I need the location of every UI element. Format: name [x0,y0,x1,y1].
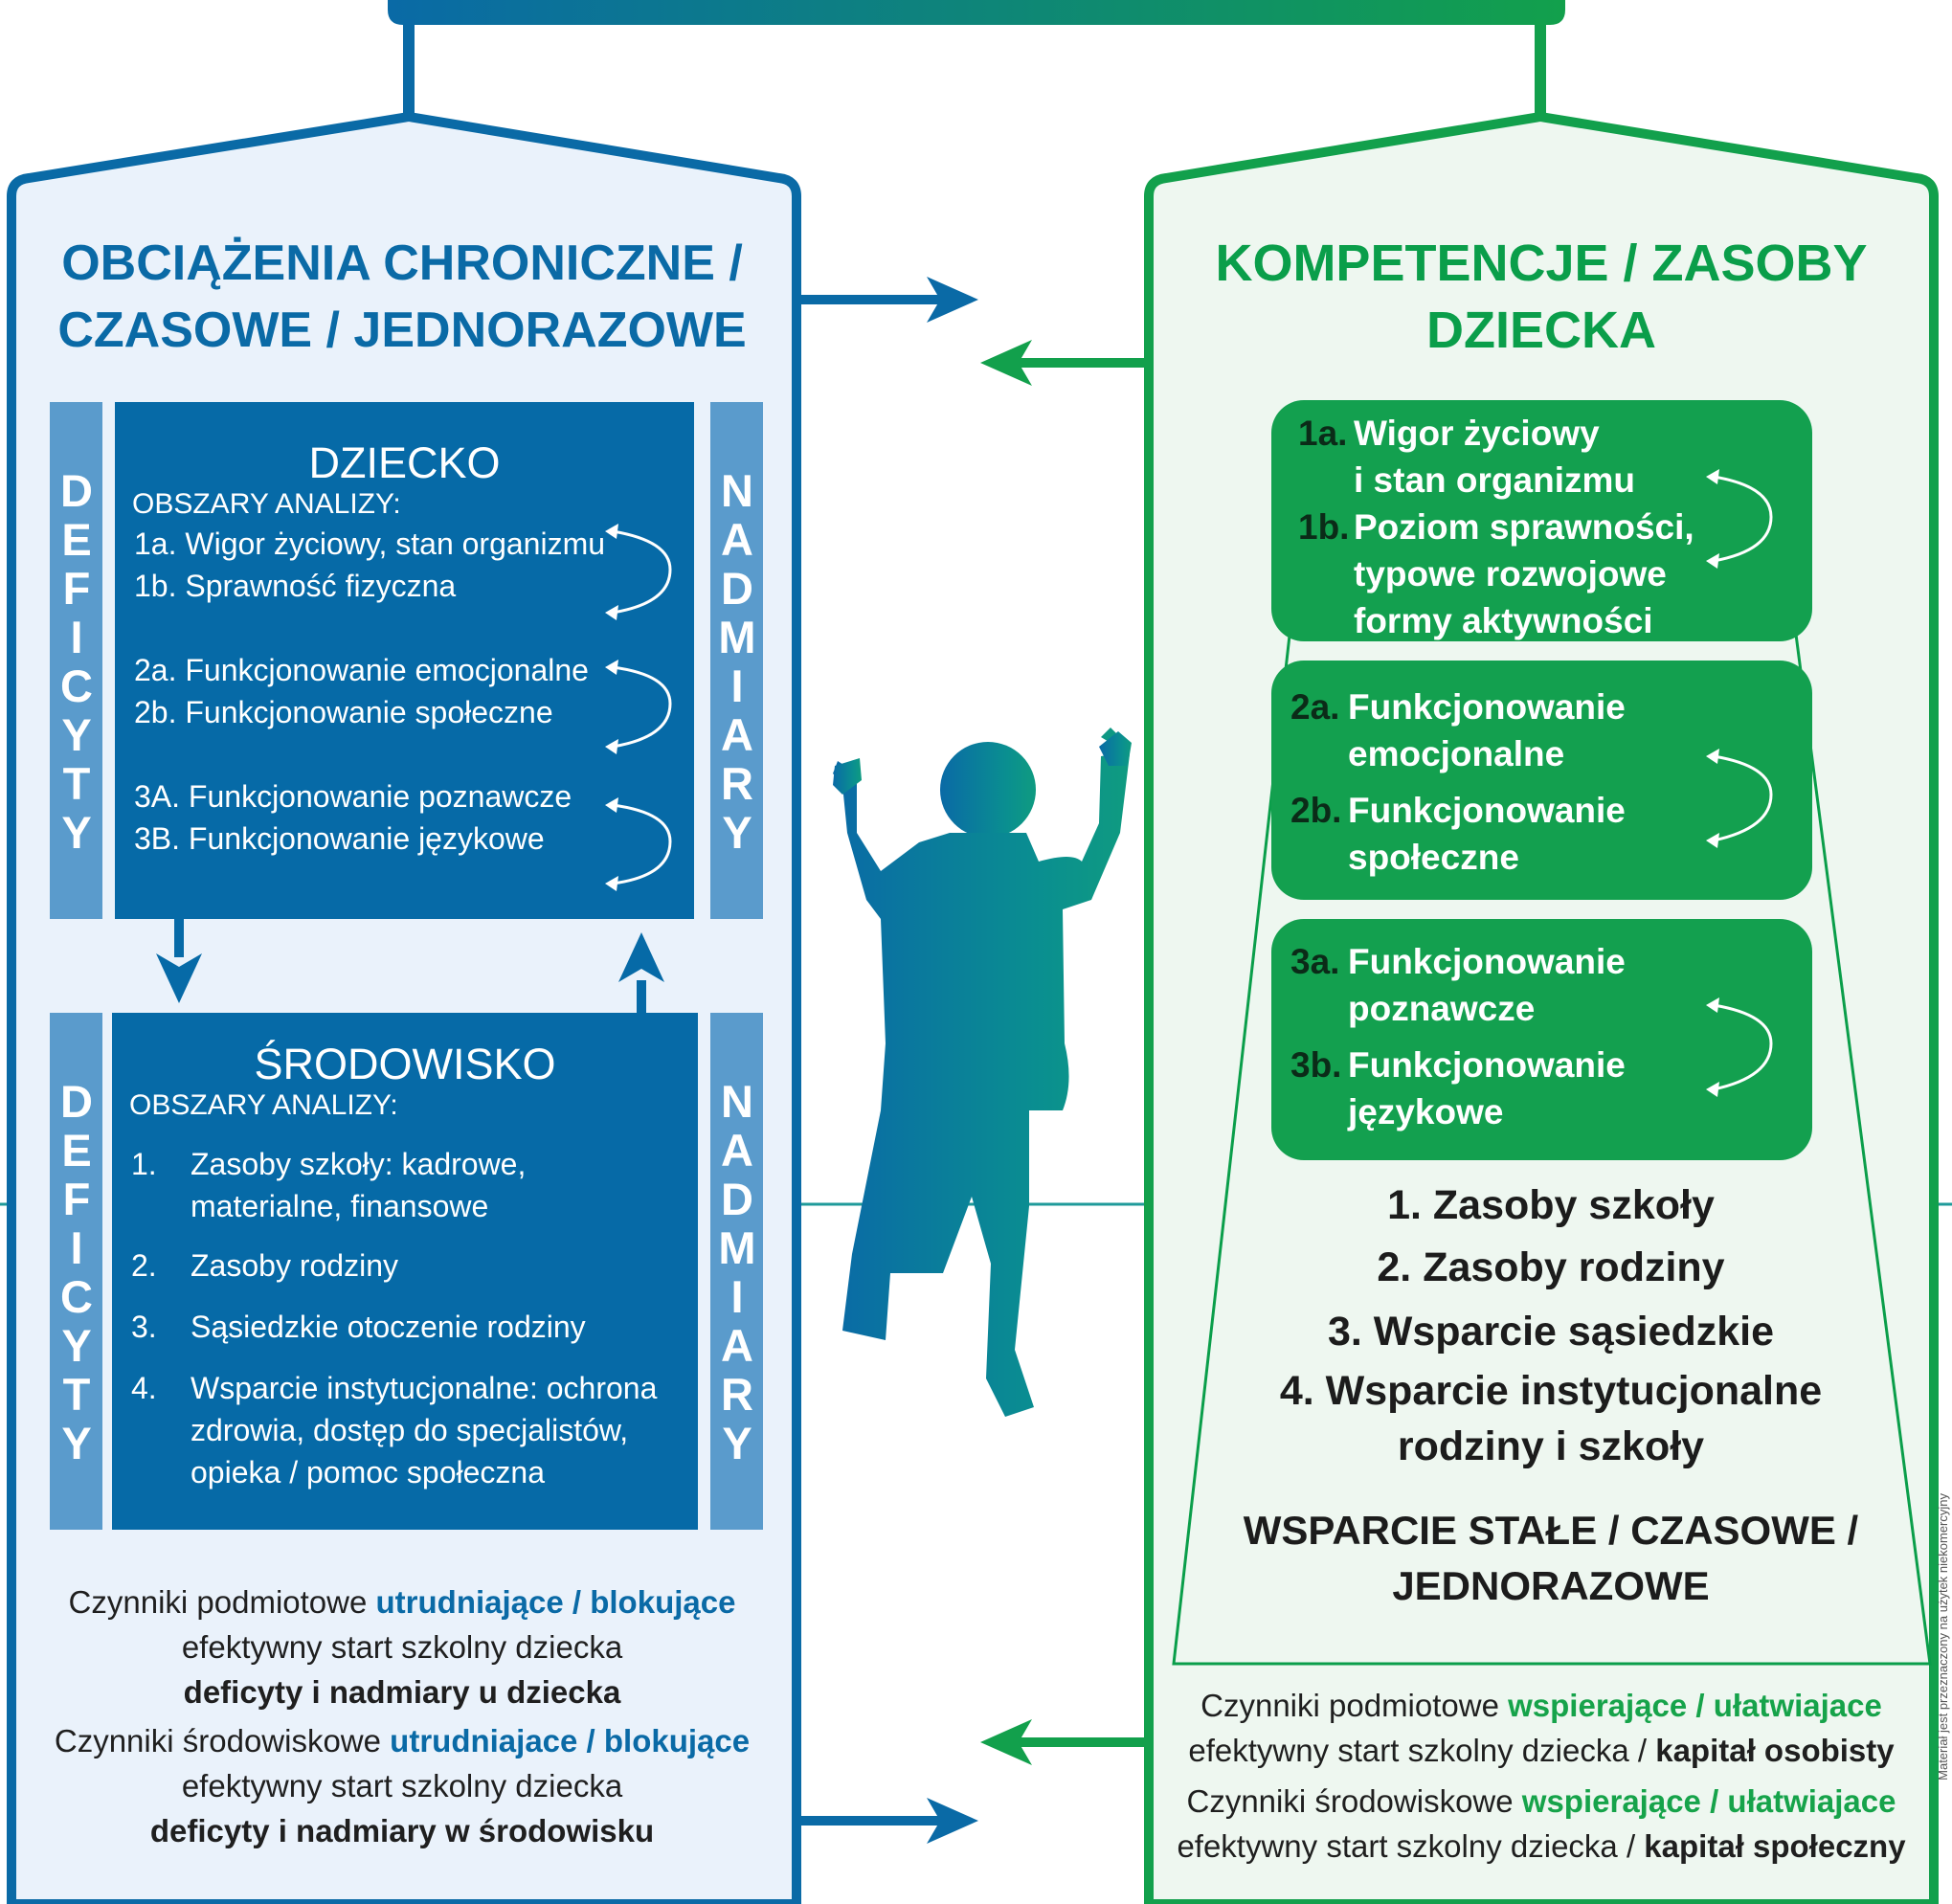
deficits-label: DEFICYTY [51,1076,102,1467]
resource-item: 3. Wsparcie sąsiedzkie [1327,1309,1775,1355]
env-item-num: 1. [131,1147,157,1181]
env-item: 2. Zasoby rodziny [131,1244,677,1287]
competence-row: 2b.Funkcjonowanie [1290,791,1626,830]
left-note1-line3: deficyty i nadmiary u dziecka [183,1674,621,1710]
child-item-3b: 3B. Funkcjonowanie językowe [134,821,545,856]
competence-row: 3b.Funkcjonowanie [1290,1045,1626,1085]
support-line1: WSPARCIE STAŁE / CZASOWE / [1243,1508,1859,1553]
competence-row: 3a.Funkcjonowanie [1290,942,1626,981]
left-note1-line2: efektywny start szkolny dziecka [181,1629,623,1665]
arrow-up-icon [618,932,664,1015]
child-item-1b: 1b. Sprawność fizyczna [134,569,457,603]
env-item: 4. Wsparcie instytucjonalne: ochrona zdr… [131,1367,677,1493]
right-note1-emphasis: kapitał osobisty [1655,1733,1895,1768]
right-note2-line1: Czynniki środowiskowe wspierające / ułat… [1186,1783,1896,1819]
competence-box-2: 2a.Funkcjonowanie emocjonalne 2b.Funkcjo… [1271,661,1812,900]
cycle-arrow-icon [612,665,672,749]
right-notes: Czynniki podmiotowe wspierające / ułatwi… [1158,1683,1924,1869]
left-note1-highlight: utrudniające / blokujące [375,1584,736,1620]
competence-row: 2a.Funkcjonowanie [1290,687,1626,727]
resource-item: 2. Zasoby rodziny [1377,1244,1725,1290]
cycle-arrow-icon [612,803,672,885]
competence-row: 1b.Poziom sprawności, [1298,507,1694,547]
left-title-line1: OBCIĄŻENIA CHRONICZNE / [61,235,743,291]
left-notes: Czynniki podmiotowe utrudniające / bloku… [19,1579,785,1853]
support-line2: JEDNORAZOWE [1392,1563,1710,1608]
cycle-arrow-icon [1713,475,1773,563]
env-item-text: Zasoby szkoły: kadrowe, materialne, fina… [191,1147,527,1223]
competence-row: formy aktywności [1354,601,1653,640]
top-header-bar [388,0,1565,25]
child-item-2b: 2b. Funkcjonowanie społeczne [134,695,553,729]
arrow-left-icon [980,1719,1147,1765]
deficits-side-bar: DEFICYTY [50,1013,102,1530]
resource-item: 4. Wsparcie instytucjonalne [1279,1368,1823,1414]
competence-row: społeczne [1348,838,1519,877]
env-item-text: Wsparcie instytucjonalne: ochrona zdrowi… [191,1371,658,1490]
excess-side-bar: NADMIARY [710,1013,763,1530]
resources-list: 1. Zasoby szkoły 2. Zasoby rodziny 3. Ws… [1197,1176,1905,1474]
competence-row: poznawcze [1348,989,1536,1028]
arrow-right-icon [800,277,978,323]
env-item-num: 2. [131,1248,157,1283]
arrow-left-icon [980,340,1147,386]
right-note1-highlight: wspierające / ułatwiajace [1508,1688,1882,1723]
cycle-arrow-icon [1713,754,1773,842]
competence-row: 1a.Wigor życiowy [1298,414,1600,453]
env-item-num: 3. [131,1310,157,1344]
right-note2-emphasis: kapitał społeczny [1644,1828,1906,1864]
left-note2-highlight: utrudniajace / blokujące [390,1723,751,1758]
env-box-heading: ŚRODOWISKO [254,1040,556,1088]
child-item-1a: 1a. Wigor życiowy, stan organizmu [134,526,606,561]
environment-analysis-box: ŚRODOWISKO OBSZARY ANALIZY: 1. Zasoby sz… [112,1013,698,1530]
env-item-num: 4. [131,1371,157,1405]
right-note1-line1: Czynniki podmiotowe wspierające / ułatwi… [1200,1688,1882,1723]
left-note2-line2: efektywny start szkolny dziecka [181,1768,623,1803]
resource-item: 1. Zasoby szkoły [1387,1182,1715,1228]
child-item-3a: 3A. Funkcjonowanie poznawcze [134,779,572,814]
competence-row: typowe rozwojowe [1354,554,1667,594]
left-title-line2: CZASOWE / JEDNORAZOWE [57,302,747,358]
competence-row: językowe [1348,1092,1504,1131]
left-note1-line1: Czynniki podmiotowe utrudniające / bloku… [68,1584,736,1620]
right-note2-highlight: wspierające / ułatwiajace [1521,1783,1896,1819]
resource-item: rodziny i szkoły [1397,1423,1705,1469]
child-box-subheading: OBSZARY ANALIZY: [132,488,401,520]
deficits-side-bar: DEFICYTY [50,402,102,919]
vertical-footer-text: Materiał jest przeznaczony na użytek nie… [1936,1493,1951,1895]
cycle-arrow-icon [612,529,672,615]
excess-label: NADMIARY [711,465,763,856]
footer-note: Materiał jest przeznaczony na użytek nie… [1936,1493,1950,1781]
child-cycle-arrows [605,524,672,891]
excess-side-bar: NADMIARY [710,402,763,919]
env-item: 3. Sąsiedzkie otoczenie rodziny [131,1306,677,1348]
left-note2-line3: deficyty i nadmiary w środowisku [149,1813,655,1848]
child-box-heading: DZIECKO [308,438,501,487]
env-item: 1. Zasoby szkoły: kadrowe, materialne, f… [131,1143,677,1227]
env-item-text: Sąsiedzkie otoczenie rodziny [191,1310,586,1344]
competence-row: i stan organizmu [1354,460,1635,500]
right-note1-line2: efektywny start szkolny dziecka / kapita… [1188,1733,1895,1768]
competence-box-3: 3a.Funkcjonowanie poznawcze 3b.Funkcjono… [1271,919,1812,1160]
right-title-line2: DZIECKA [1426,302,1656,359]
right-title-line1: KOMPETENCJE / ZASOBY [1215,235,1868,292]
right-note2-line2: efektywny start szkolny dziecka / kapita… [1177,1828,1906,1864]
support-type: WSPARCIE STAŁE / CZASOWE / JEDNORAZOWE [1197,1503,1905,1614]
child-analysis-box: DZIECKO OBSZARY ANALIZY: 1a. Wigor życio… [115,402,694,919]
cycle-arrow-icon [1713,1003,1773,1091]
left-note2-line1: Czynniki środowiskowe utrudniajace / blo… [54,1723,751,1758]
deficits-label: DEFICYTY [51,465,102,856]
arrow-down-icon [156,919,202,1003]
competence-row: emocjonalne [1348,734,1565,773]
env-item-text: Zasoby rodziny [191,1248,398,1283]
excess-label: NADMIARY [711,1076,763,1467]
child-silhouette-icon [833,728,1132,1417]
arrow-right-icon [800,1798,978,1844]
env-box-subheading: OBSZARY ANALIZY: [129,1089,398,1121]
child-item-2a: 2a. Funkcjonowanie emocjonalne [134,653,589,687]
competence-cycle-arrows [1706,469,1773,1097]
competence-box-1: 1a.Wigor życiowy i stan organizmu 1b.Poz… [1271,400,1812,641]
